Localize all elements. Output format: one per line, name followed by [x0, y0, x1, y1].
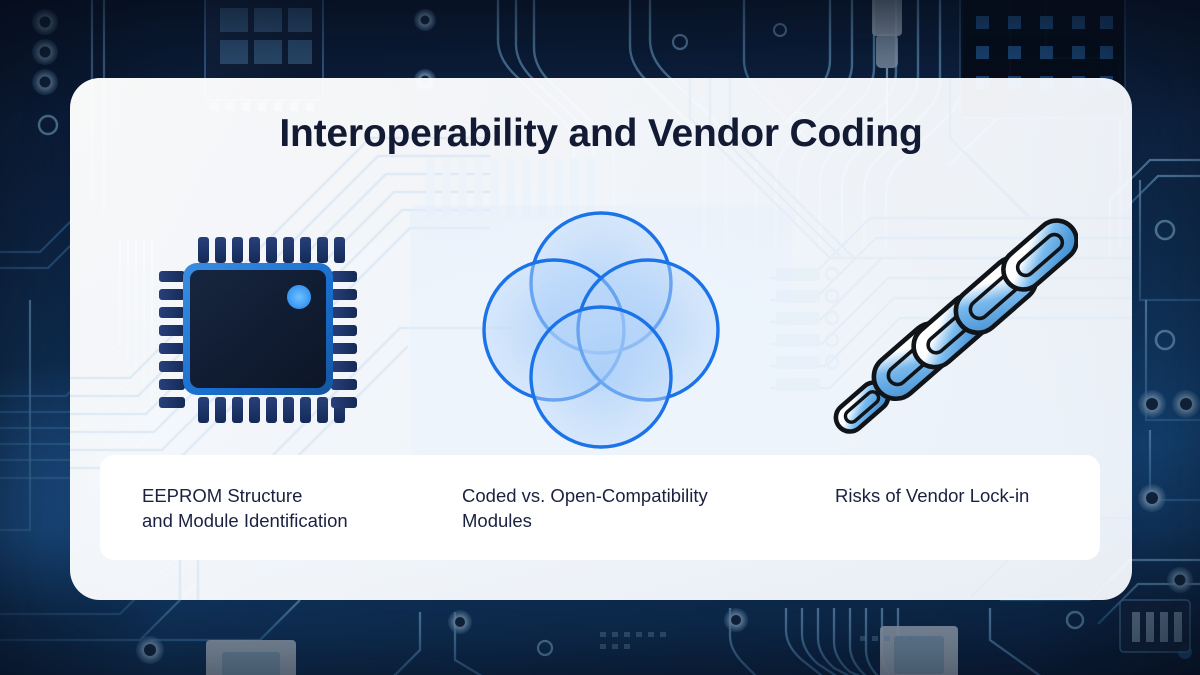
chain-link-icon [833, 218, 1078, 434]
caption-line-1: Coded vs. Open-Compatibility [462, 485, 708, 506]
chip-pins-right [331, 271, 357, 408]
chip-indicator-dot [287, 285, 311, 309]
chip-pins-left [159, 271, 185, 408]
caption-line-1: Risks of Vendor Lock-in [835, 485, 1030, 506]
caption-line-1: EEPROM Structure [142, 485, 303, 506]
icon-row [70, 205, 1132, 455]
caption-line-2: and Module Identification [142, 510, 348, 531]
chain-link-5 [1001, 218, 1078, 292]
venn-diagram-icon [482, 211, 720, 449]
microchip-icon [159, 237, 357, 423]
venn-circle-bottom [529, 305, 673, 449]
column-chip [88, 205, 428, 455]
page-title: Interoperability and Vendor Coding [279, 112, 923, 155]
column-venn [410, 205, 792, 455]
caption-coded-vs-open: Coded vs. Open-Compatibility Modules [462, 483, 782, 533]
caption-vendor-lock-in: Risks of Vendor Lock-in [835, 483, 1095, 508]
chip-pins-top [198, 237, 345, 263]
column-chain [792, 205, 1114, 455]
caption-panel: EEPROM Structure and Module Identificati… [100, 455, 1100, 560]
caption-line-2: Modules [462, 510, 532, 531]
chip-pins-bottom [198, 397, 345, 423]
caption-eeprom-structure: EEPROM Structure and Module Identificati… [142, 483, 442, 533]
